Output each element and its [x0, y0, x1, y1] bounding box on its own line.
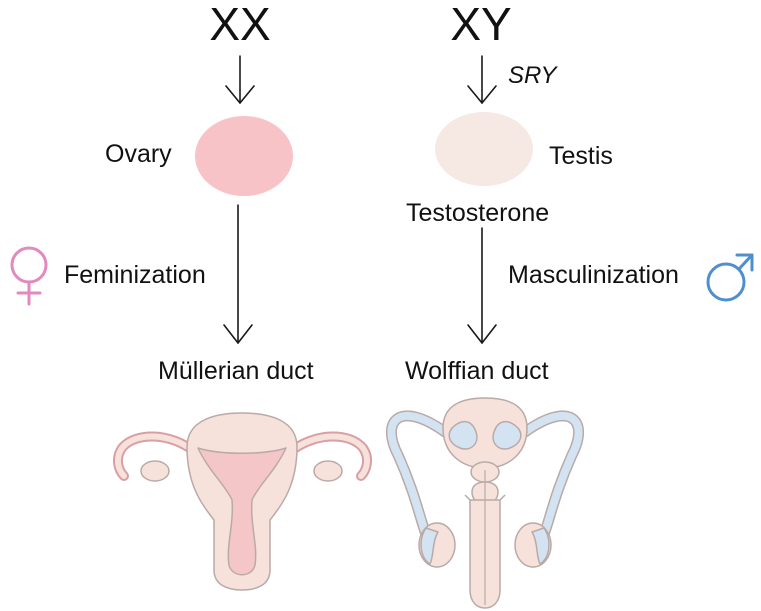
venus-icon — [10, 246, 48, 306]
testosterone-label: Testosterone — [406, 199, 549, 227]
male-karyotype-label: XY — [450, 0, 511, 50]
uterus-illustration — [112, 412, 373, 591]
male-arrow-1 — [467, 55, 497, 104]
testis-label: Testis — [549, 142, 613, 170]
female-arrow-2 — [223, 204, 253, 344]
testis-shape — [435, 112, 533, 186]
mars-icon — [706, 253, 754, 302]
female-karyotype-label: XX — [209, 0, 270, 50]
masculinization-label: Masculinization — [508, 261, 679, 289]
ovary-shape — [195, 116, 293, 196]
female-arrow-1 — [225, 55, 255, 104]
male-arrow-2 — [467, 227, 497, 344]
male-tract-illustration — [385, 397, 585, 609]
sry-gene-label: SRY — [508, 62, 558, 89]
ovary-label: Ovary — [105, 140, 172, 168]
female-pathway: XX Ovary Feminization Müllerian duct — [10, 0, 373, 591]
mullerian-duct-label: Müllerian duct — [158, 357, 314, 385]
feminization-label: Feminization — [64, 261, 206, 289]
wolffian-duct-label: Wolffian duct — [405, 357, 549, 385]
male-pathway: XY SRY Testis Testosterone Masculinizati… — [385, 0, 754, 609]
